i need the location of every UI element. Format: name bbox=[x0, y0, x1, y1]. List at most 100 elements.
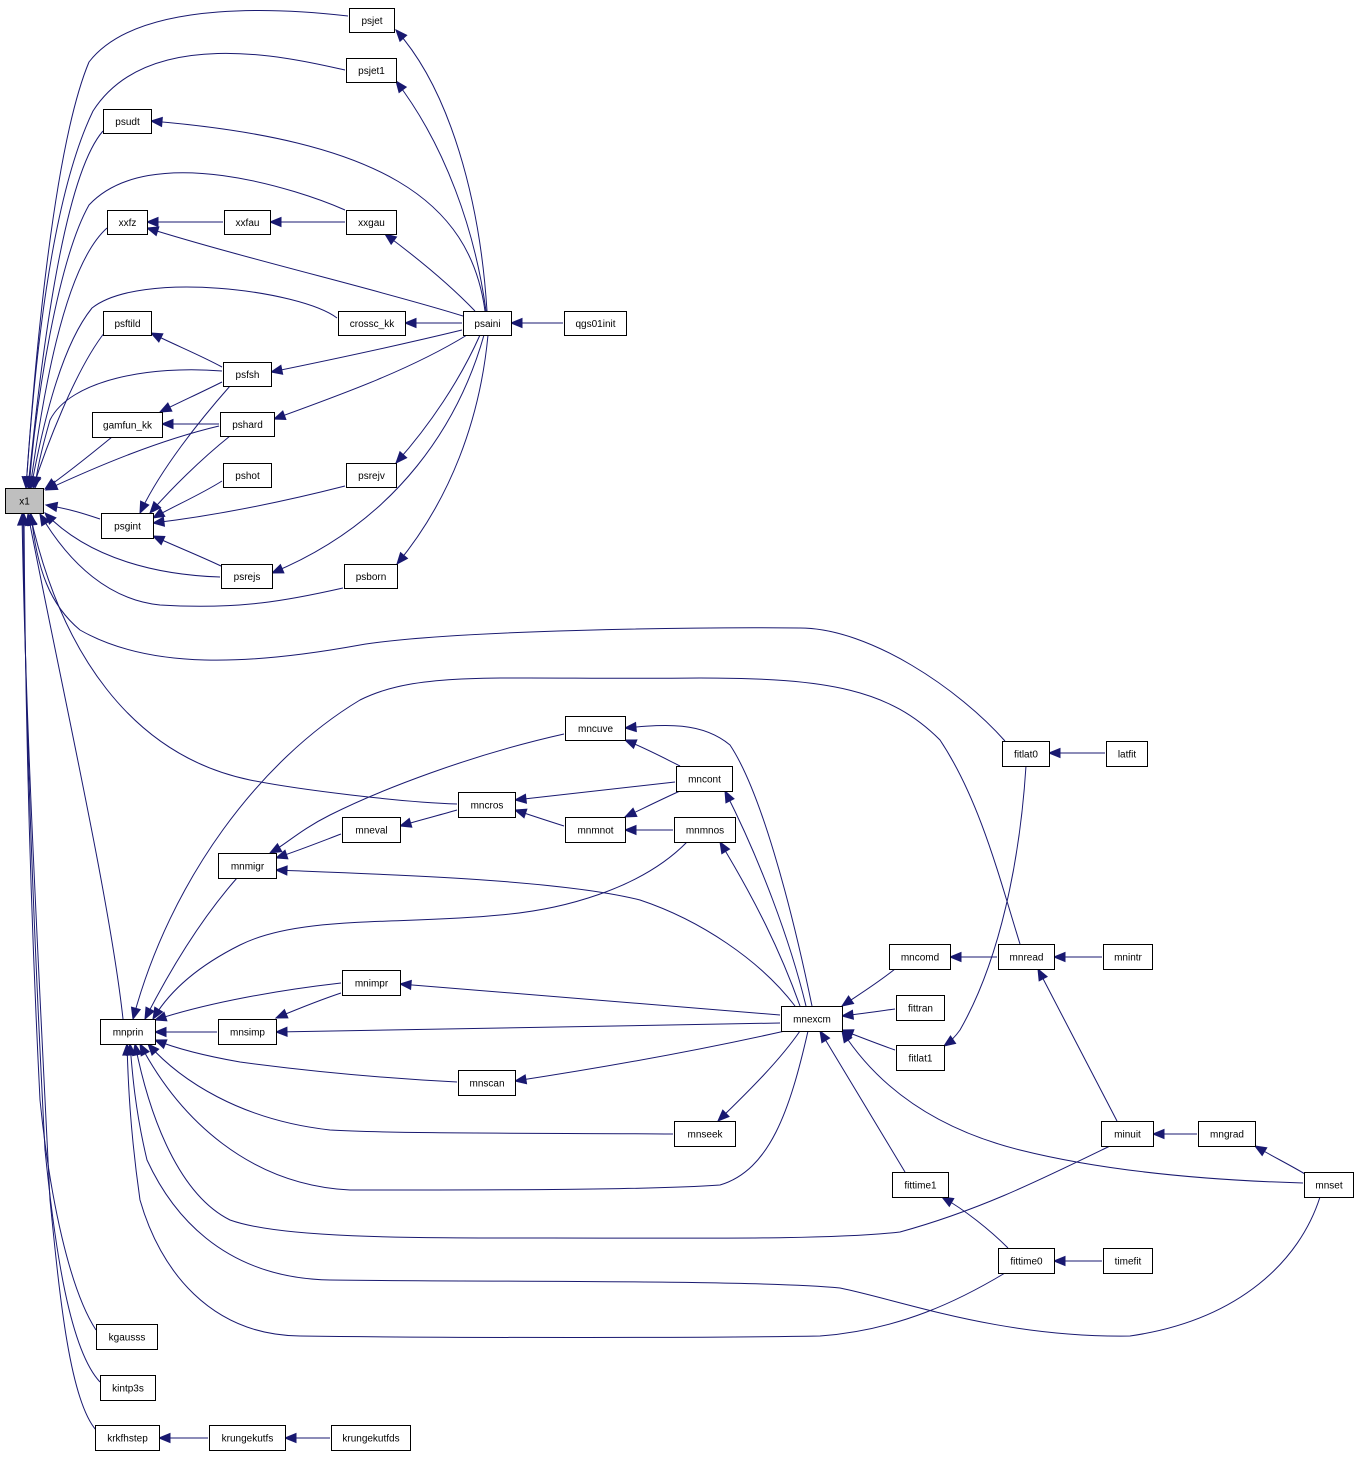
arrowhead bbox=[139, 500, 150, 515]
node-fittime0[interactable]: fittime0 bbox=[998, 1248, 1055, 1274]
node-label: mnmigr bbox=[231, 862, 265, 873]
arrowhead bbox=[145, 226, 160, 237]
node-mnset[interactable]: mnset bbox=[1304, 1172, 1354, 1198]
node-fitlat1[interactable]: fitlat1 bbox=[896, 1045, 945, 1071]
arrowhead bbox=[153, 1011, 168, 1022]
node-xxgau[interactable]: xxgau bbox=[346, 210, 397, 235]
node-label: mnscan bbox=[469, 1079, 504, 1090]
node-box bbox=[100, 1019, 156, 1045]
node-qgs01init[interactable]: qgs01init bbox=[564, 311, 627, 336]
edge-xxfau-to-xxfz bbox=[145, 216, 223, 228]
node-fitlat0[interactable]: fitlat0 bbox=[1002, 741, 1050, 767]
node-box bbox=[224, 210, 271, 235]
node-mnsimp[interactable]: mnsimp bbox=[218, 1019, 277, 1045]
edge-line bbox=[399, 983, 781, 1016]
node-label: mngrad bbox=[1210, 1130, 1244, 1141]
node-psgint[interactable]: psgint bbox=[101, 513, 154, 539]
node-label: psborn bbox=[356, 572, 387, 583]
node-latfit[interactable]: latfit bbox=[1106, 741, 1148, 767]
arrowhead bbox=[274, 865, 288, 876]
node-timefit[interactable]: timefit bbox=[1103, 1248, 1153, 1274]
arrowhead bbox=[1253, 1145, 1268, 1157]
node-mncros[interactable]: mncros bbox=[458, 792, 516, 818]
node-box bbox=[344, 564, 398, 589]
node-mnseek[interactable]: mnseek bbox=[674, 1121, 736, 1147]
node-mngrad[interactable]: mngrad bbox=[1198, 1121, 1256, 1147]
node-mnmigr[interactable]: mnmigr bbox=[218, 853, 277, 879]
edge-line bbox=[384, 233, 476, 312]
edge-line bbox=[150, 120, 486, 312]
arrowhead bbox=[283, 1432, 297, 1444]
node-mncomd[interactable]: mncomd bbox=[889, 944, 951, 970]
node-psfsh[interactable]: psfsh bbox=[223, 362, 272, 387]
arrowhead bbox=[158, 402, 173, 413]
node-mnmnot[interactable]: mnmnot bbox=[565, 817, 626, 843]
edge-crossc_kk-to-x1 bbox=[27, 286, 338, 490]
arrowhead bbox=[398, 979, 412, 991]
node-mnmnos[interactable]: mnmnos bbox=[674, 817, 736, 843]
node-label: mnset bbox=[1315, 1181, 1342, 1192]
edge-line bbox=[126, 1043, 1006, 1338]
node-box bbox=[209, 1425, 286, 1451]
node-mnintr[interactable]: mnintr bbox=[1103, 944, 1153, 970]
node-xxfz[interactable]: xxfz bbox=[107, 210, 148, 235]
node-fittran[interactable]: fittran bbox=[896, 995, 945, 1021]
node-mnread[interactable]: mnread bbox=[998, 944, 1055, 970]
node-krungekutfs[interactable]: krungekutfs bbox=[209, 1425, 286, 1451]
edge-line bbox=[29, 227, 108, 489]
node-label: pshot bbox=[235, 471, 260, 482]
node-mncont[interactable]: mncont bbox=[676, 766, 733, 792]
node-psjet[interactable]: psjet bbox=[349, 8, 395, 33]
node-pshard[interactable]: pshard bbox=[220, 412, 275, 437]
node-box bbox=[103, 311, 152, 336]
node-psudt[interactable]: psudt bbox=[103, 109, 152, 134]
arrowhead bbox=[122, 1042, 133, 1056]
node-kintp3s[interactable]: kintp3s bbox=[100, 1375, 156, 1401]
arrowhead bbox=[513, 793, 528, 804]
node-label: pshard bbox=[232, 420, 263, 431]
edge-line bbox=[275, 869, 796, 1007]
edge-mnscan-to-mnprin bbox=[153, 1039, 458, 1083]
node-psjet1[interactable]: psjet1 bbox=[346, 58, 397, 83]
node-gamfun-kk[interactable]: gamfun_kk bbox=[92, 412, 163, 438]
node-minuit[interactable]: minuit bbox=[1101, 1121, 1154, 1147]
node-fittime1[interactable]: fittime1 bbox=[892, 1172, 949, 1198]
edge-line bbox=[275, 1022, 781, 1033]
edge-line bbox=[841, 1030, 1304, 1184]
node-label: mneval bbox=[355, 826, 387, 837]
arrowhead bbox=[274, 1026, 288, 1038]
node-pshot[interactable]: pshot bbox=[223, 463, 272, 488]
node-label: krungekutfs bbox=[222, 1434, 274, 1445]
edge-psborn-to-x1 bbox=[39, 512, 344, 607]
node-mnprin[interactable]: mnprin bbox=[100, 1019, 156, 1045]
node-krungekutfds[interactable]: krungekutfds bbox=[331, 1425, 411, 1451]
node-xxfau[interactable]: xxfau bbox=[224, 210, 271, 235]
node-psrejs[interactable]: psrejs bbox=[221, 564, 273, 589]
node-psrejv[interactable]: psrejv bbox=[346, 463, 397, 488]
edge-pshard-to-x1 bbox=[44, 425, 220, 491]
node-mnimpr[interactable]: mnimpr bbox=[342, 970, 401, 996]
node-kgausss[interactable]: kgausss bbox=[96, 1324, 158, 1350]
edge-line bbox=[144, 877, 238, 1020]
node-krkfhstep[interactable]: krkfhstep bbox=[95, 1425, 160, 1451]
node-label: xxfz bbox=[119, 218, 137, 229]
edge-mnexcm-to-mnprin bbox=[139, 1030, 809, 1191]
edge-krungekutfds-to-krungekutfs bbox=[283, 1432, 330, 1444]
node-x1[interactable]: x1 bbox=[5, 488, 44, 514]
node-box bbox=[107, 210, 148, 235]
node-mnexcm[interactable]: mnexcm bbox=[781, 1006, 843, 1032]
node-psftild[interactable]: psftild bbox=[103, 311, 152, 336]
node-mnscan[interactable]: mnscan bbox=[458, 1070, 516, 1096]
node-mneval[interactable]: mneval bbox=[342, 817, 401, 843]
node-label: krkfhstep bbox=[107, 1434, 148, 1445]
arrowhead bbox=[274, 1008, 289, 1019]
edge-line bbox=[134, 1043, 1111, 1239]
edge-line bbox=[139, 1030, 809, 1191]
node-psborn[interactable]: psborn bbox=[344, 564, 398, 589]
node-box bbox=[1106, 741, 1148, 767]
arrowhead bbox=[396, 551, 409, 566]
arrowhead bbox=[623, 739, 638, 750]
node-psaini[interactable]: psaini bbox=[463, 311, 512, 336]
node-crossc-kk[interactable]: crossc_kk bbox=[338, 311, 406, 336]
node-mncuve[interactable]: mncuve bbox=[565, 716, 626, 741]
